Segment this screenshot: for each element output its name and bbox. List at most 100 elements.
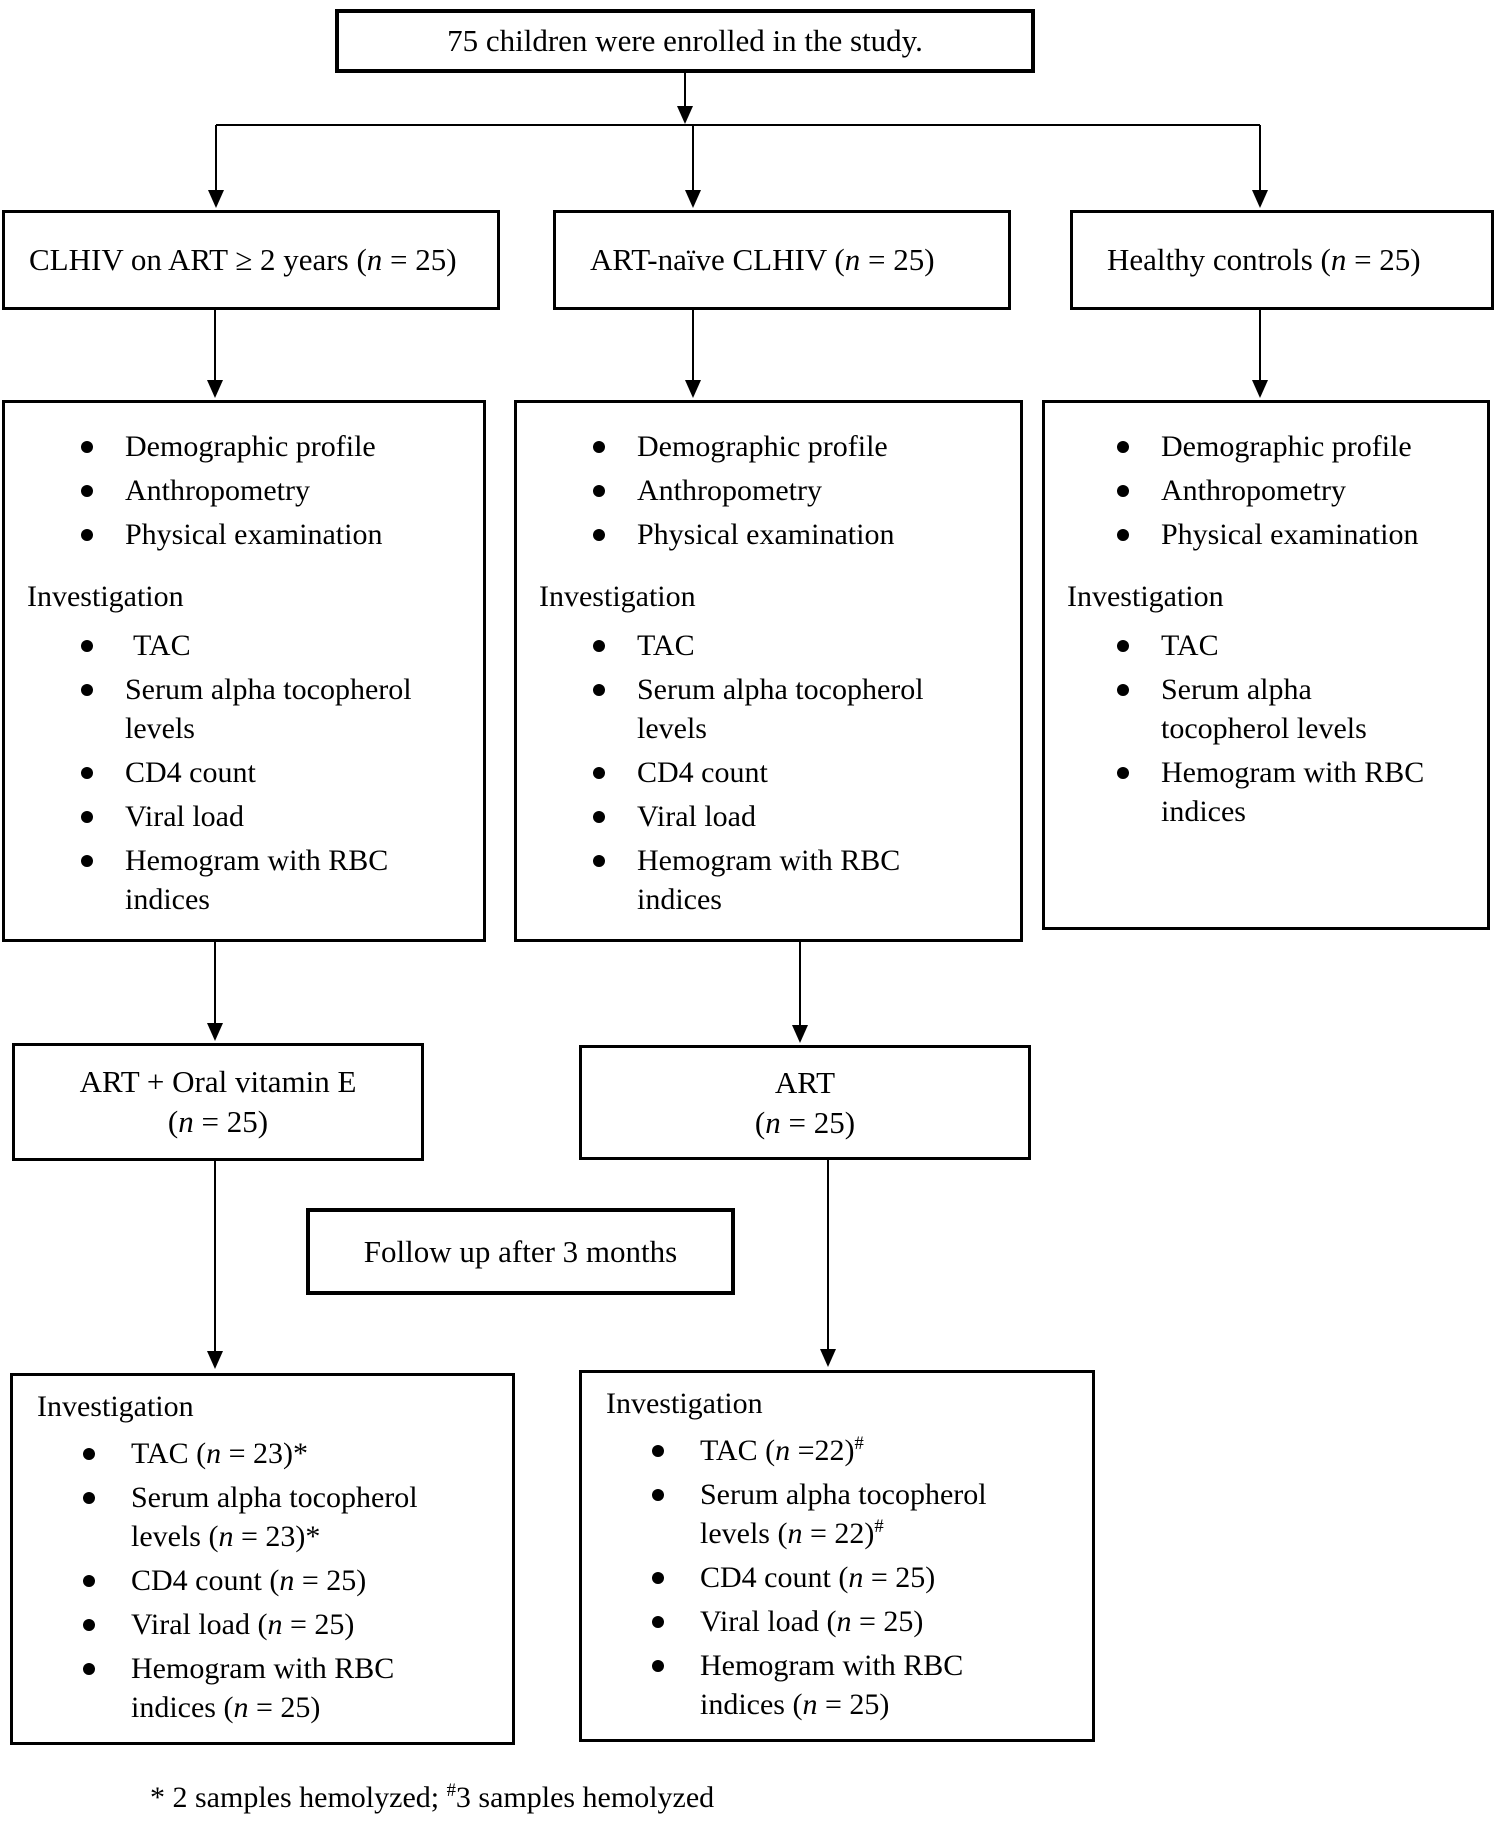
- clinical-item: Physical examination: [125, 518, 383, 551]
- followup-text: Follow up after 3 months: [363, 1233, 678, 1269]
- list-item: Serum alpha tocopherol levels (n = 22)#: [582, 1475, 1092, 1553]
- clinical-item: Anthropometry: [637, 474, 822, 507]
- investigation-item: Serum alpha tocopherol levels: [637, 673, 924, 745]
- bullet-dot: [652, 1445, 664, 1457]
- bullet-dot: [593, 529, 605, 541]
- bullet-dot: [1117, 640, 1129, 652]
- investigation-heading: Investigation: [1067, 580, 1224, 613]
- bullet-dot: [1117, 529, 1129, 541]
- list-item: TAC (n =22)#: [582, 1431, 1092, 1470]
- list-item: Physical examination: [1045, 515, 1487, 554]
- investigation-heading: Investigation: [539, 580, 696, 613]
- list-item: Physical examination: [517, 515, 1020, 554]
- bullet-dot: [593, 640, 605, 652]
- bullet-dot: [652, 1489, 664, 1501]
- group-label: ART-naïve CLHIV (n = 25): [590, 242, 935, 277]
- list-item: Hemogram with RBC indices: [517, 841, 1020, 919]
- investigation-item: Serum alpha tocopherol levels: [1161, 673, 1367, 745]
- group-box-healthy-controls: Healthy controls (n = 25): [1070, 210, 1494, 310]
- bullet-dot: [593, 441, 605, 453]
- list-item: Demographic profile: [1045, 427, 1487, 466]
- group-label: CLHIV on ART ≥ 2 years (n = 25): [29, 242, 457, 277]
- bullet-dot: [652, 1660, 664, 1672]
- investigation-item: CD4 count: [637, 756, 768, 789]
- bullet-dot: [652, 1572, 664, 1584]
- footnote: * 2 samples hemolyzed; #3 samples hemoly…: [150, 1780, 715, 1814]
- investigation-item: Viral load: [637, 800, 756, 833]
- group-label: Healthy controls (n = 25): [1107, 242, 1421, 277]
- followup-assessment-box-art: Investigation TAC (n =22)# Serum alpha t…: [579, 1370, 1095, 1742]
- list-item: Serum alpha tocopherol levels: [517, 670, 1020, 748]
- bullet-dot: [652, 1616, 664, 1628]
- list-item: CD4 count: [5, 753, 483, 792]
- bullet-dot: [83, 1663, 95, 1675]
- list-item: Anthropometry: [5, 471, 483, 510]
- investigation-item: TAC: [133, 629, 191, 662]
- intervention-box-vitaminE: ART + Oral vitamin E (n = 25): [12, 1043, 424, 1161]
- clinical-item: Physical examination: [1161, 518, 1419, 551]
- list-item: CD4 count (n = 25): [582, 1558, 1092, 1597]
- bullet-dot: [1117, 485, 1129, 497]
- list-item: Serum alpha tocopherol levels (n = 23)*: [13, 1478, 512, 1556]
- list-item: Hemogram with RBC indices (n = 25): [582, 1646, 1092, 1724]
- followup-item: Viral load (n = 25): [131, 1608, 355, 1641]
- bullet-dot: [81, 485, 93, 497]
- followup-item: Serum alpha tocopherol levels (n = 23)*: [131, 1481, 418, 1553]
- baseline-box-healthy-controls: Demographic profile Anthropometry Physic…: [1042, 400, 1490, 930]
- list-item: Viral load: [5, 797, 483, 836]
- list-item: TAC: [517, 626, 1020, 665]
- bullet-dot: [593, 811, 605, 823]
- list-item: Viral load: [517, 797, 1020, 836]
- bullet-dot: [1117, 684, 1129, 696]
- list-item: Viral load (n = 25): [582, 1602, 1092, 1641]
- bullet-dot: [593, 855, 605, 867]
- list-item: Hemogram with RBC indices: [5, 841, 483, 919]
- list-item: Demographic profile: [517, 427, 1020, 466]
- clinical-item: Demographic profile: [125, 430, 376, 463]
- list-item: CD4 count: [517, 753, 1020, 792]
- list-item: TAC: [1045, 626, 1487, 665]
- bullet-dot: [81, 441, 93, 453]
- bullet-dot: [83, 1619, 95, 1631]
- list-item: Serum alpha tocopherol levels: [5, 670, 483, 748]
- clinical-item: Demographic profile: [637, 430, 888, 463]
- list-item: TAC: [5, 626, 483, 665]
- followup-item: CD4 count (n = 25): [131, 1564, 367, 1597]
- bullet-dot: [1117, 441, 1129, 453]
- investigation-heading: Investigation: [37, 1390, 194, 1423]
- list-item: TAC (n = 23)*: [13, 1434, 512, 1473]
- group-box-art-2years: CLHIV on ART ≥ 2 years (n = 25): [2, 210, 500, 310]
- bullet-dot: [81, 529, 93, 541]
- bullet-dot: [81, 811, 93, 823]
- enrollment-text: 75 children were enrolled in the study.: [447, 23, 923, 58]
- bullet-dot: [83, 1448, 95, 1460]
- followup-assessment-box-vitaminE: Investigation TAC (n = 23)* Serum alpha …: [10, 1373, 515, 1745]
- bullet-dot: [81, 640, 93, 652]
- investigation-item: CD4 count: [125, 756, 256, 789]
- investigation-item: Viral load: [125, 800, 244, 833]
- bullet-dot: [81, 767, 93, 779]
- investigation-item: Hemogram with RBC indices: [125, 844, 389, 916]
- intervention-line2: (n = 25): [167, 1104, 269, 1139]
- list-item: Anthropometry: [1045, 471, 1487, 510]
- list-item: Hemogram with RBC indices (n = 25): [13, 1649, 512, 1727]
- bullet-dot: [593, 767, 605, 779]
- bullet-dot: [593, 684, 605, 696]
- clinical-item: Physical examination: [637, 518, 895, 551]
- investigation-item: TAC: [637, 629, 695, 662]
- bullet-dot: [83, 1575, 95, 1587]
- clinical-item: Anthropometry: [1161, 474, 1346, 507]
- investigation-item: Serum alpha tocopherol levels: [125, 673, 412, 745]
- clinical-item: Anthropometry: [125, 474, 310, 507]
- investigation-heading: Investigation: [27, 580, 184, 613]
- list-item: Hemogram with RBC indices: [1045, 753, 1487, 831]
- investigation-item: Hemogram with RBC indices: [1161, 756, 1425, 828]
- bullet-dot: [593, 485, 605, 497]
- baseline-box-art-naive: Demographic profile Anthropometry Physic…: [514, 400, 1023, 942]
- intervention-box-art: ART (n = 25): [579, 1045, 1031, 1160]
- list-item: Viral load (n = 25): [13, 1605, 512, 1644]
- bullet-dot: [83, 1492, 95, 1504]
- group-box-art-naive: ART-naïve CLHIV (n = 25): [553, 210, 1011, 310]
- investigation-item: TAC: [1161, 629, 1219, 662]
- investigation-item: Hemogram with RBC indices: [637, 844, 901, 916]
